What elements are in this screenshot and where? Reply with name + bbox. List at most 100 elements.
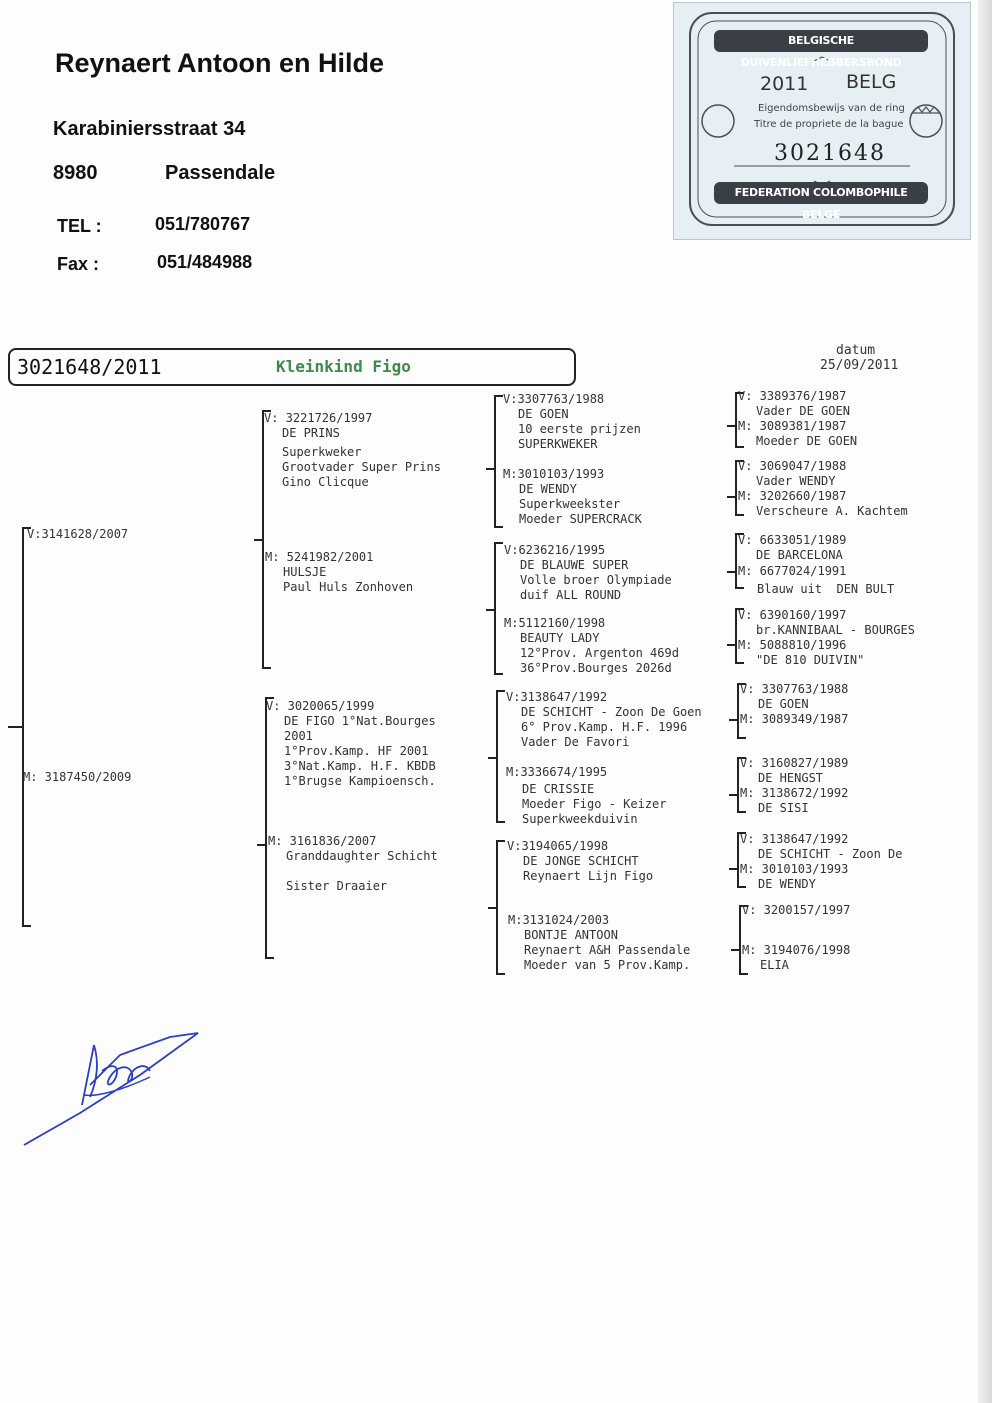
pigeon-name: Vader WENDY [756,474,836,488]
pigeon-note: Moeder Figo - Keizer [522,797,667,811]
signature-image [23,1032,199,1146]
pigeon-note: 12°Prov. Argenton 469d [520,646,679,660]
pigeon-note: 1°Prov.Kamp. HF 2001 [284,744,429,758]
pigeon-name: DE CRISSIE [522,782,595,796]
gen3-connector [486,609,494,611]
gen4-pigeon-12: M: 3138672/1992 DE SISI [740,786,848,816]
gen4-connector [727,496,735,498]
gen3-connector [488,907,496,909]
ring-text: V:3138647/1992 [506,690,608,704]
paper-edge-shadow [978,0,992,1403]
ring-ownership-stamp: BELGISCHE DUIVENLIEFHEBBERSBOND 2011 BEL… [673,2,971,240]
dam-parents-bracket [265,697,274,959]
gen4-bracket [735,533,744,589]
stamp-line-fr: Titre de propriete de la bague [754,119,904,130]
gen4-pigeon-14: M: 3010103/1993 DE WENDY [740,862,848,892]
bird-ring-number: 3021648/2011 [17,355,162,379]
tel-label: TEL : [57,216,102,236]
pigeon-name: Blauw uit DEN BULT [757,582,895,596]
ring-text: V:6236216/1995 [504,543,606,557]
gen3-pigeon-7: V:3194065/1998 DE JONGE SCHICHT Reynaert… [507,839,653,884]
ring-text: V: 3138647/1992 [740,832,849,846]
pigeon-note: Paul Huls Zonhoven [283,580,414,594]
gen2-sire-dam: M: 5241982/2001 HULSJE Paul Huls Zonhove… [265,550,413,595]
pigeon-name: DE WENDY [519,482,577,496]
dam-ring: M: 3187450/2009 [23,770,132,784]
dam-connector [257,844,265,846]
ring-text: V:3307763/1988 [503,392,605,406]
gen4-connector [729,719,737,721]
pigeon-name: DE JONGE SCHICHT [523,854,639,868]
ring-text: M: 5088810/1996 [738,638,847,652]
gen4-pigeon-10: M: 3089349/1987 [740,712,848,727]
date-label: datum [836,343,876,358]
ring-text: M: 5241982/2001 [265,550,374,564]
ring-text: M:3010103/1993 [503,467,605,481]
ring-text: M:3336674/1995 [506,765,608,779]
stamp-bottom-banner: FEDERATION COLOMBOPHILE BELGE [714,182,928,221]
gen3-connector [486,468,494,470]
gen4-connector [727,571,735,573]
gen4-pigeon-4: M: 3202660/1987 Verscheure A. Kachtem [738,489,908,519]
pigeon-name: Vader DE GOEN [756,404,850,418]
owner-street: Karabiniersstraat 34 [53,118,246,140]
pigeon-name: ELIA [760,958,789,972]
stamp-top-banner: BELGISCHE DUIVENLIEFHEBBERSBOND [714,30,928,69]
gen4-bracket [735,460,744,516]
pigeon-name: DE WENDY [758,877,816,891]
pigeon-name: Verscheure A. Kachtem [756,504,908,518]
gen4-pigeon-6: M: 6677024/1991 Blauw uit DEN BULT [738,564,894,597]
tel-number: 051/780767 [155,214,251,234]
pigeon-note: Moeder SUPERCRACK [519,512,642,526]
pigeon-note: Reynaert Lijn Figo [523,869,654,883]
gen4-connector [727,425,735,427]
gen4-bracket [737,757,746,813]
pigeon-note: 2001 [284,729,313,743]
stamp-country: BELG [846,71,897,93]
pigeon-note: Superkweekster [519,497,621,511]
pigeon-name: Granddaughter Schicht [286,849,438,863]
ring-text: M:3131024/2003 [508,913,610,927]
pigeon-note: 3°Nat.Kamp. H.F. KBDB [284,759,436,773]
pigeon-note: Superkweker [282,445,362,459]
owner-name: Reynaert Antoon en Hilde [55,48,385,78]
ring-text: M: 3089349/1987 [740,712,849,726]
pigeon-note: Sister Draaier [286,879,388,893]
pedigree-date: 25/09/2011 [820,358,899,373]
gen4-bracket [737,832,746,888]
ring-text: M: 3089381/1987 [738,419,847,433]
ring-text: V: 3307763/1988 [740,682,849,696]
pigeon-note: SUPERKWEKER [518,437,598,451]
ring-text: M: 3138672/1992 [740,786,849,800]
gen3-bracket [496,840,505,975]
title-box [8,348,576,386]
gen4-pigeon-8: M: 5088810/1996 "DE 810 DUIVIN" [738,638,864,668]
ring-text: M: 3202660/1987 [738,489,847,503]
gen4-connector [731,949,739,951]
gen2-dam-sire: V: 3020065/1999 DE FIGO 1°Nat.Bourges 20… [266,699,436,789]
gen3-pigeon-1: V:3307763/1988 DE GOEN 10 eerste prijzen… [503,392,641,452]
sire-connector [254,539,262,541]
ring-text: M: 3010103/1993 [740,862,849,876]
gen4-connector [727,644,735,646]
gen3-pigeon-2: M:3010103/1993 DE WENDY Superkweekster M… [503,467,642,527]
gen4-pigeon-7: V: 6390160/1997 br.KANNIBAAL - BOURGES [738,608,915,638]
pigeon-name: DE SISI [758,801,809,815]
pigeon-note: 1°Brugse Kampioensch. [284,774,436,788]
pigeon-note: 6° Prov.Kamp. H.F. 1996 [521,720,688,734]
pigeon-note: duif ALL ROUND [520,588,622,602]
gen3-bracket [494,542,503,675]
gen2-dam-dam: M: 3161836/2007 Granddaughter Schicht Si… [268,834,438,894]
fax-number: 051/484988 [157,252,253,272]
gen3-pigeon-5: V:3138647/1992 DE SCHICHT - Zoon De Goen… [506,690,702,750]
fax-label: Fax : [57,254,100,274]
ring-text: V: 6633051/1989 [738,533,847,547]
gen3-bracket [494,395,503,528]
ring-text: V: 3160827/1989 [740,756,849,770]
stamp-frame-ornament [689,12,955,226]
pigeon-name: DE HENGST [758,771,824,785]
gen3-pigeon-3: V:6236216/1995 DE BLAUWE SUPER Volle bro… [504,543,672,603]
gen3-pigeon-8: M:3131024/2003 BONTJE ANTOON Reynaert A&… [508,913,690,973]
pigeon-name: DE GOEN [758,697,809,711]
gen3-pigeon-4: M:5112160/1998 BEAUTY LADY 12°Prov. Arge… [504,616,679,676]
